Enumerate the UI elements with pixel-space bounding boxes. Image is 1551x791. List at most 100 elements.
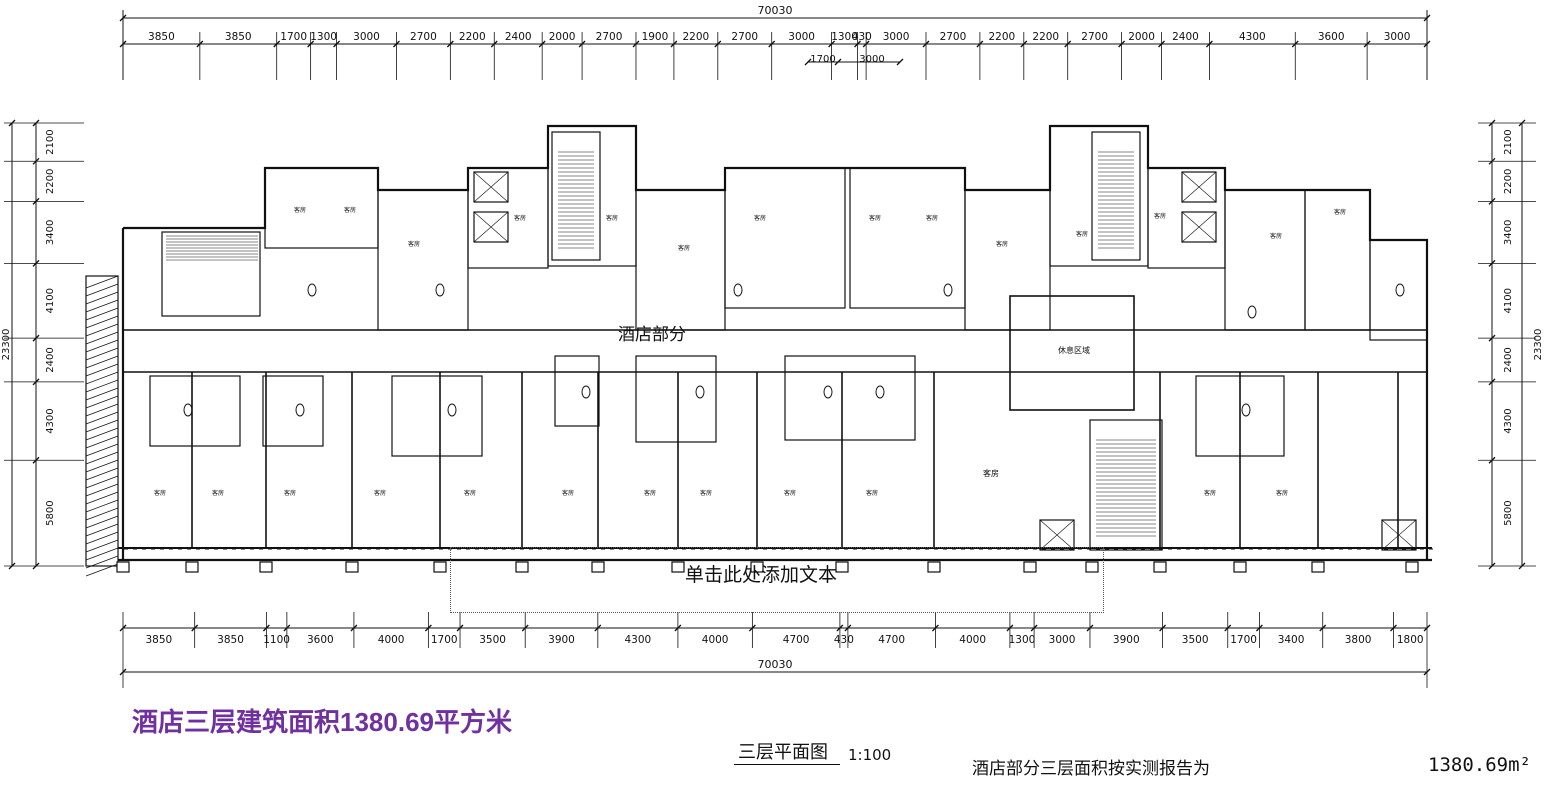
- section-label: 酒店部分: [618, 325, 686, 345]
- north-room: [724, 167, 846, 309]
- dim-tick: [521, 624, 529, 632]
- text-placeholder-box[interactable]: [450, 547, 1104, 613]
- dim-tick: [32, 456, 40, 464]
- hatch: [85, 563, 119, 577]
- dim-tick: [1020, 40, 1028, 48]
- dim-tick: [191, 624, 199, 632]
- dim-tick: [32, 562, 40, 570]
- stair-south: [1089, 419, 1163, 551]
- toilet: [823, 385, 833, 399]
- room-tag: 客房: [606, 214, 618, 222]
- dim-tick: [834, 58, 842, 66]
- dim-tick: [119, 624, 127, 632]
- hatch: [85, 491, 119, 505]
- dim-bottom-segment: 3850: [145, 634, 172, 646]
- dim-tick: [1319, 624, 1327, 632]
- stair-core: [1091, 131, 1141, 261]
- report-text: 酒店部分三层面积按实测报告为: [972, 759, 1210, 779]
- dim-top-segment: 3000: [1384, 31, 1411, 43]
- dim-side-segment: 2100: [45, 129, 56, 154]
- toilet: [307, 283, 317, 297]
- toilet: [875, 385, 885, 399]
- room-tag: 客房: [1276, 489, 1288, 497]
- dim-tick: [283, 624, 291, 632]
- bathroom: [784, 355, 916, 441]
- dim-tick: [1518, 562, 1526, 570]
- dim-tick: [119, 14, 127, 22]
- dim-tick: [392, 40, 400, 48]
- dim-tick: [1423, 40, 1431, 48]
- terrace: [85, 275, 119, 567]
- dim-tick: [1205, 40, 1213, 48]
- dim-tick: [1030, 624, 1038, 632]
- dim-tick: [594, 624, 602, 632]
- hatch: [85, 523, 119, 537]
- dim-top-segment: 2700: [940, 31, 967, 43]
- stair-west: [161, 231, 261, 317]
- text-placeholder-label: 单击此处添加文本: [685, 564, 838, 586]
- dim-bottom-segment: 3500: [479, 634, 506, 646]
- bathroom: [1195, 375, 1285, 457]
- dim-tick: [119, 668, 127, 676]
- dim-tick: [922, 40, 930, 48]
- dim-side-segment: 3400: [45, 220, 56, 245]
- hatch: [85, 291, 119, 305]
- dim-tick: [1423, 624, 1431, 632]
- dim-tick: [446, 40, 454, 48]
- dim-tick: [490, 40, 498, 48]
- room-tag: 客房: [1204, 489, 1216, 497]
- north-room: [264, 167, 379, 249]
- toilet: [695, 385, 705, 399]
- dim-bottom-segment: 1700: [1230, 634, 1257, 646]
- dim-top-sub: 1700: [810, 54, 835, 65]
- toilet: [183, 403, 193, 417]
- column: [1023, 561, 1037, 573]
- dim-bottom-segment: 3500: [1182, 634, 1209, 646]
- dim-tick: [1488, 378, 1496, 386]
- dim-tick: [32, 119, 40, 127]
- room-tag: 客房: [996, 240, 1008, 248]
- room-tag: 客房: [284, 489, 296, 497]
- dim-tick: [1159, 624, 1167, 632]
- column: [1405, 561, 1419, 573]
- column: [671, 561, 685, 573]
- dim-tick: [844, 624, 852, 632]
- elevator: [1181, 211, 1217, 243]
- room-tag: 客房: [1154, 212, 1166, 220]
- elevator: [473, 171, 509, 203]
- hatch: [85, 387, 119, 401]
- dim-tick: [119, 40, 127, 48]
- rest-area: [1009, 295, 1135, 411]
- elevator: [473, 211, 509, 243]
- title-underline: [734, 764, 840, 765]
- dim-tick: [896, 58, 904, 66]
- toilet: [1395, 283, 1405, 297]
- stair-core: [551, 131, 601, 261]
- column: [1153, 561, 1167, 573]
- dim-tick: [8, 562, 16, 570]
- dim-tick: [1488, 197, 1496, 205]
- hatch: [85, 443, 119, 457]
- room-tag: 客房: [678, 244, 690, 252]
- toilet: [295, 403, 305, 417]
- column: [927, 561, 941, 573]
- hatch: [85, 283, 119, 297]
- dim-top-segment: 2700: [1081, 31, 1108, 43]
- hatch: [85, 435, 119, 449]
- dim-tick: [350, 624, 358, 632]
- dim-tick: [670, 40, 678, 48]
- dim-bottom-segment: 4700: [878, 634, 905, 646]
- dim-top-segment: 1900: [642, 31, 669, 43]
- hatch: [85, 395, 119, 409]
- drawing-scale: 1:100: [848, 746, 892, 764]
- dim-top-segment: 2200: [682, 31, 709, 43]
- dim-tick: [1423, 668, 1431, 676]
- dim-tick: [976, 40, 984, 48]
- column: [1085, 561, 1099, 573]
- hatch: [85, 531, 119, 545]
- dim-top-segment: 1300: [831, 31, 858, 43]
- column: [835, 561, 849, 573]
- dim-tick: [1488, 562, 1496, 570]
- dim-tick: [262, 624, 270, 632]
